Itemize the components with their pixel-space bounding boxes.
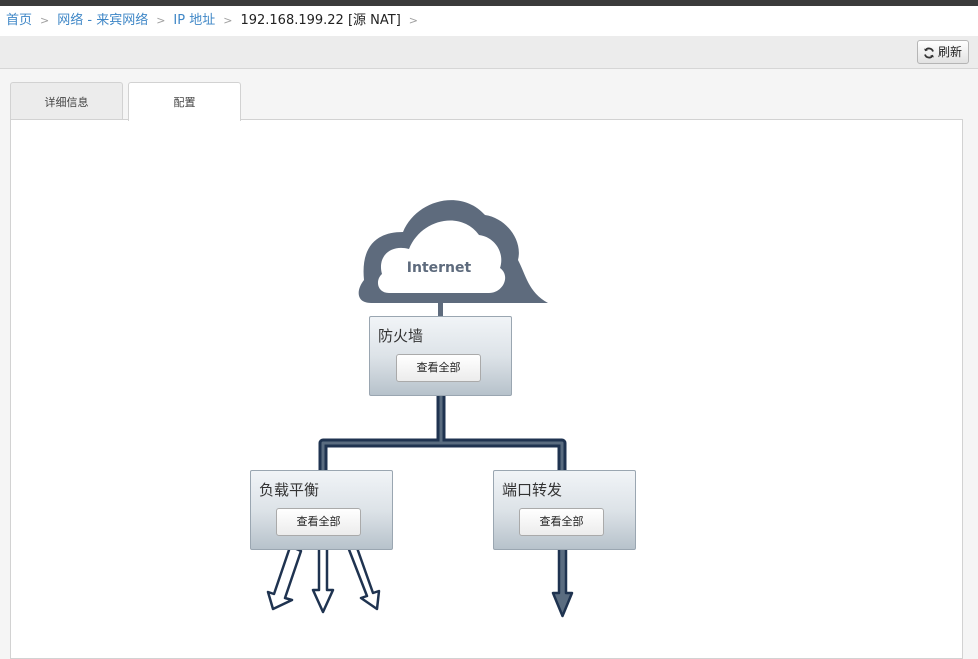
port-forwarding-arrow-icon xyxy=(551,546,574,618)
load-balancer-title: 负载平衡 xyxy=(259,481,320,499)
firewall-node: 防火墙 查看全部 xyxy=(369,316,512,396)
refresh-button[interactable]: 刷新 xyxy=(917,40,969,64)
breadcrumb-ip-address[interactable]: IP 地址 xyxy=(173,13,216,28)
port-forwarding-title: 端口转发 xyxy=(502,481,563,499)
breadcrumb-separator-icon: > xyxy=(40,14,50,27)
breadcrumb: 首页 > 网络 - 来宾网络 > IP 地址 >192.168.199.22 [源 NAT… xyxy=(0,6,978,36)
tab-details[interactable]: 详细信息 xyxy=(10,82,123,120)
branch-connector xyxy=(318,395,567,470)
firewall-view-all-button[interactable]: 查看全部 xyxy=(396,354,481,382)
firewall-title: 防火墙 xyxy=(378,327,424,345)
breadcrumb-home[interactable]: 首页 xyxy=(6,13,33,28)
top-bar xyxy=(0,0,978,6)
load-balancer-view-all-button[interactable]: 查看全部 xyxy=(276,508,361,536)
breadcrumb-current: 192.168.199.22 [源 NAT] xyxy=(240,13,401,28)
load-balancer-arrows-icon xyxy=(266,543,381,614)
internet-label: Internet xyxy=(407,260,472,276)
port-forwarding-view-all-button[interactable]: 查看全部 xyxy=(519,508,604,536)
breadcrumb-separator-icon: > xyxy=(223,14,233,27)
toolbar: 刷新 xyxy=(0,36,978,69)
breadcrumb-separator-icon: > xyxy=(408,14,419,27)
internet-cloud-icon: Internet xyxy=(358,200,548,303)
breadcrumb-network[interactable]: 网络 - 来宾网络 xyxy=(57,13,149,28)
breadcrumb-separator-icon: > xyxy=(156,14,166,27)
network-diagram: Internet xyxy=(266,200,574,618)
load-balancer-node: 负载平衡 查看全部 xyxy=(250,470,393,550)
port-forwarding-node: 端口转发 查看全部 xyxy=(493,470,636,550)
cloud-connector xyxy=(438,303,443,317)
configuration-panel: Internet 防火墙 查看全部 负载平衡 查看全部 端口转发 查看全部 xyxy=(10,119,963,659)
tab-configuration[interactable]: 配置 xyxy=(128,82,241,121)
refresh-label: 刷新 xyxy=(938,45,963,59)
refresh-icon xyxy=(924,47,934,58)
